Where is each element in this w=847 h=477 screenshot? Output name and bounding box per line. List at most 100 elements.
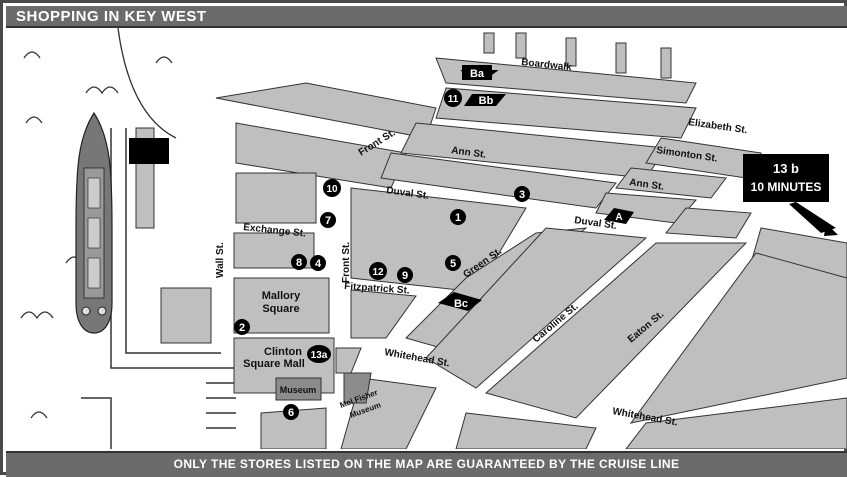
street-label-front-lower: Front St.	[341, 242, 352, 283]
pin-circle	[450, 209, 466, 225]
pin-number: 4	[315, 258, 322, 270]
store-pin-8[interactable]: 8	[291, 254, 307, 270]
wave	[155, 56, 173, 64]
block	[235, 172, 317, 224]
store-pin-4[interactable]: 4	[310, 255, 326, 271]
pin-circle	[323, 179, 341, 197]
waves	[20, 51, 173, 419]
wave	[25, 116, 43, 124]
block	[260, 407, 327, 449]
marker-label: Ba	[470, 68, 485, 80]
place-museum: Museum	[280, 385, 317, 395]
title-bar: SHOPPING IN KEY WEST	[6, 6, 847, 28]
block	[615, 167, 727, 199]
store-pin-10[interactable]: 10	[323, 179, 341, 197]
museum-block	[275, 377, 322, 401]
map-title: SHOPPING IN KEY WEST	[16, 8, 207, 25]
block	[425, 227, 648, 389]
black-square-marker	[129, 138, 169, 164]
block	[625, 397, 847, 449]
pin-circle	[291, 254, 307, 270]
pin-circle	[397, 267, 413, 283]
pin-circle	[320, 212, 336, 228]
block	[484, 242, 748, 419]
pin-circle	[310, 255, 326, 271]
shoreline	[117, 28, 177, 139]
place-clinton-line2: Square Mall	[243, 358, 305, 370]
block	[380, 152, 617, 209]
store-pin-1[interactable]: 1	[450, 209, 466, 225]
wave	[20, 311, 54, 320]
store-pin-5[interactable]: 5	[445, 255, 461, 271]
marker-label: Bb	[479, 95, 494, 107]
street-label-boardwalk: Boardwalk	[521, 57, 573, 73]
map-area: Boardwalk Front St. Ann St. Elizabeth St…	[6, 28, 847, 449]
callout-line2: 10 MINUTES	[751, 180, 822, 194]
callout-box	[743, 154, 829, 202]
pier-block	[160, 287, 212, 344]
block	[350, 289, 417, 339]
pin-number: 11	[448, 94, 459, 105]
footer-bar: ONLY THE STORES LISTED ON THE MAP ARE GU…	[6, 451, 847, 477]
store-pin-13a[interactable]: 13a	[307, 345, 331, 363]
store-pin-2[interactable]: 2	[234, 319, 250, 335]
place-mallory-line2: Square	[262, 303, 299, 315]
callout-arrowhead-icon	[824, 223, 838, 236]
block	[235, 122, 407, 189]
marker-label: Bc	[454, 298, 468, 310]
wave	[30, 411, 48, 419]
callout-arrow-icon	[789, 202, 836, 233]
footer-disclaimer: ONLY THE STORES LISTED ON THE MAP ARE GU…	[173, 457, 680, 471]
pin-number: 5	[450, 258, 456, 270]
pin-number: 8	[296, 257, 302, 269]
pin-number: 10	[326, 184, 338, 195]
pin-circle	[369, 262, 387, 280]
pin-number: 3	[519, 189, 525, 201]
pin-number: 2	[239, 322, 245, 334]
street-label-wall: Wall St.	[215, 242, 226, 278]
wave	[23, 51, 41, 59]
marker-label: A	[615, 212, 622, 223]
pin-number: 6	[288, 407, 294, 419]
marker-shape	[464, 94, 506, 106]
callout-line1: 13 b	[773, 161, 799, 176]
pin-circle	[514, 186, 530, 202]
street-label-ann-lower: Ann St.	[629, 177, 665, 193]
marker-shape	[604, 208, 634, 224]
block	[455, 412, 597, 449]
place-clinton-line1: Clinton	[264, 346, 302, 358]
store-pin-7[interactable]: 7	[320, 212, 336, 228]
marker-shape	[462, 65, 492, 80]
wave	[85, 86, 119, 95]
place-mallory-line1: Mallory	[262, 290, 301, 302]
store-pin-3[interactable]: 3	[514, 186, 530, 202]
block	[629, 252, 847, 424]
store-pin-6[interactable]: 6	[283, 404, 299, 420]
pin-number: 7	[325, 215, 331, 227]
marker-bb[interactable]: Bb	[464, 94, 506, 107]
store-pin-9[interactable]: 9	[397, 267, 413, 283]
callout-13b[interactable]: 13 b 10 MINUTES	[743, 154, 838, 236]
pin-number: 9	[402, 270, 408, 282]
cruise-ship-icon	[75, 111, 113, 334]
marker-ba[interactable]: Ba	[457, 65, 499, 80]
pin-circle	[307, 345, 331, 363]
block	[665, 207, 752, 239]
street-label-fitzpatrick: Fitzpatrick St.	[344, 281, 410, 297]
pin-circle	[445, 255, 461, 271]
block	[233, 277, 330, 334]
pin-circle	[234, 319, 250, 335]
marker-bc[interactable]: Bc	[438, 292, 482, 311]
city-blocks	[215, 82, 847, 449]
boardwalk-blocks	[435, 32, 697, 104]
pin-circle	[283, 404, 299, 420]
pin-circle	[444, 89, 462, 107]
store-pin-11[interactable]: 11	[444, 89, 462, 107]
store-pin-12[interactable]: 12	[369, 262, 387, 280]
marker-shape	[438, 292, 482, 311]
block	[435, 87, 697, 139]
marker-a[interactable]: A	[604, 208, 634, 224]
pin-number: 1	[455, 212, 461, 224]
street-label-ann-upper: Ann St.	[451, 145, 487, 161]
